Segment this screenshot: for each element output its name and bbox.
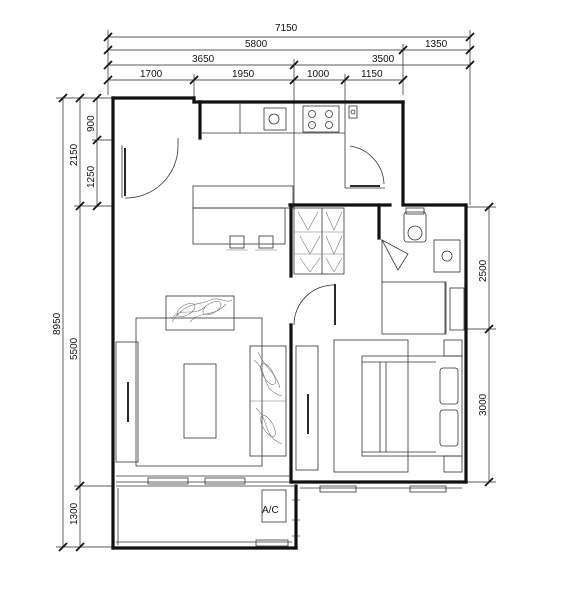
sofa [165, 295, 235, 331]
dim-top-5800: 5800 [245, 39, 268, 50]
ac-unit: A/C [261, 489, 287, 523]
dim-top-1350: 1350 [425, 39, 448, 50]
living-furniture [115, 295, 287, 467]
bath-door-leaf [381, 239, 409, 271]
vanity [433, 239, 461, 273]
dim-top-overall: 7150 [275, 23, 298, 34]
hall-wardrobe [293, 207, 345, 275]
dim-right-2500: 2500 [478, 259, 489, 282]
pillow [439, 409, 459, 447]
pillow [439, 367, 459, 405]
stool [258, 235, 274, 249]
kitchen-door [349, 145, 385, 187]
dim-top-3650: 3650 [192, 54, 215, 65]
bathroom [381, 207, 465, 335]
left-dimensions: 8950 2150 5500 1300 900 1250 [52, 93, 112, 552]
top-dimensions: 7150 5800 1350 3650 3500 1700 1950 1000 … [103, 23, 475, 210]
bed [333, 339, 409, 473]
breakfast-bar [192, 185, 294, 209]
balcony-hatch [292, 499, 300, 537]
coffee-table [183, 363, 217, 439]
toilet [403, 211, 427, 243]
dim-right-3000: 3000 [478, 393, 489, 416]
walls [111, 96, 468, 550]
dim-top-1950: 1950 [232, 69, 255, 80]
ac-label: A/C [262, 505, 279, 516]
dim-left-2150: 2150 [69, 143, 80, 166]
sink [263, 107, 287, 131]
dim-left-1300: 1300 [69, 502, 80, 525]
dim-top-1700: 1700 [140, 69, 163, 80]
cooktop [302, 105, 340, 133]
tv-cabinet [115, 341, 139, 463]
sink-drain-icon [268, 113, 280, 125]
dim-left-overall: 8950 [52, 312, 63, 335]
stool [229, 235, 245, 249]
bed-mattress [361, 355, 463, 457]
wardrobe [295, 345, 319, 471]
entry-door [121, 138, 179, 199]
dim-left-1250: 1250 [86, 165, 97, 188]
right-dimensions: 2500 3000 [465, 202, 496, 487]
dim-top-1150: 1150 [361, 69, 383, 80]
bedroom-door [293, 284, 336, 326]
dim-left-900: 900 [86, 115, 97, 132]
bedroom [295, 339, 463, 473]
kitchen [192, 105, 358, 251]
dim-top-3500: 3500 [372, 54, 395, 65]
interior-lines [116, 102, 462, 547]
dim-left-5500: 5500 [69, 337, 80, 360]
rug [135, 317, 263, 467]
dim-top-1000: 1000 [307, 69, 330, 80]
